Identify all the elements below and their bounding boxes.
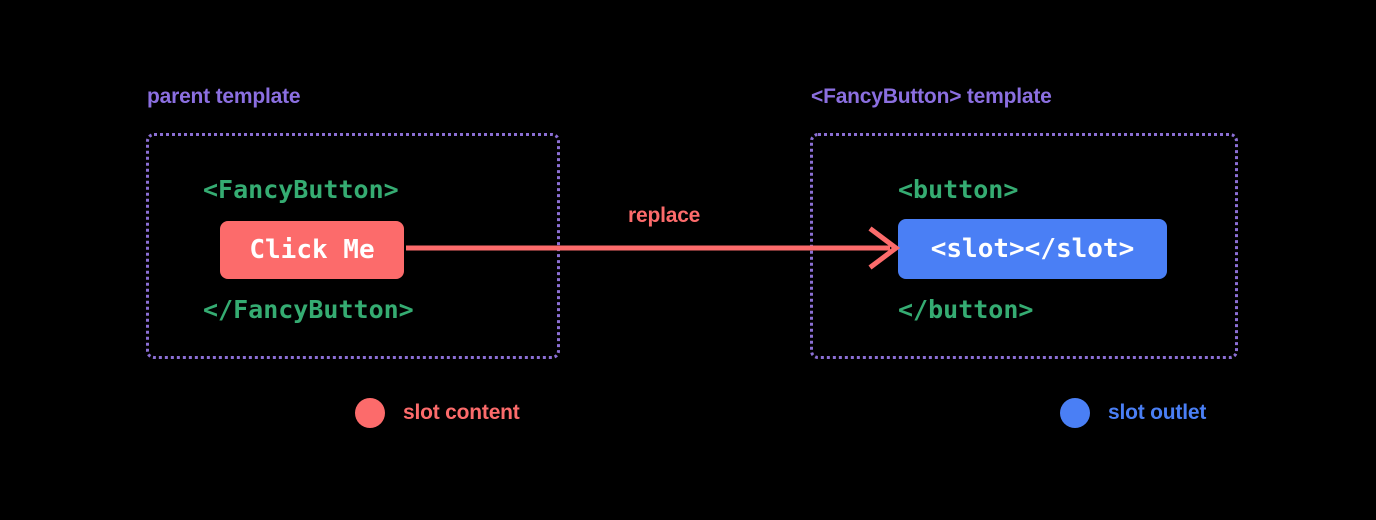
legend-label-slot-outlet: slot outlet (1108, 401, 1207, 424)
replace-label: replace (628, 204, 701, 227)
code-open-fancybutton: <FancyButton> (203, 175, 399, 204)
slot-content-chip: Click Me (220, 221, 404, 279)
slot-outlet-chip: <slot></slot> (898, 219, 1167, 279)
legend-item-slot-content: slot content (355, 398, 520, 428)
fancybutton-template-label: <FancyButton> template (811, 85, 1052, 108)
circle-icon (1060, 398, 1090, 428)
code-open-button: <button> (898, 175, 1019, 204)
circle-icon (355, 398, 385, 428)
code-close-button: </button> (898, 295, 1034, 324)
parent-template-label: parent template (147, 85, 301, 108)
code-close-fancybutton: </FancyButton> (203, 295, 414, 324)
legend-label-slot-content: slot content (403, 401, 520, 424)
legend-item-slot-outlet: slot outlet (1060, 398, 1206, 428)
